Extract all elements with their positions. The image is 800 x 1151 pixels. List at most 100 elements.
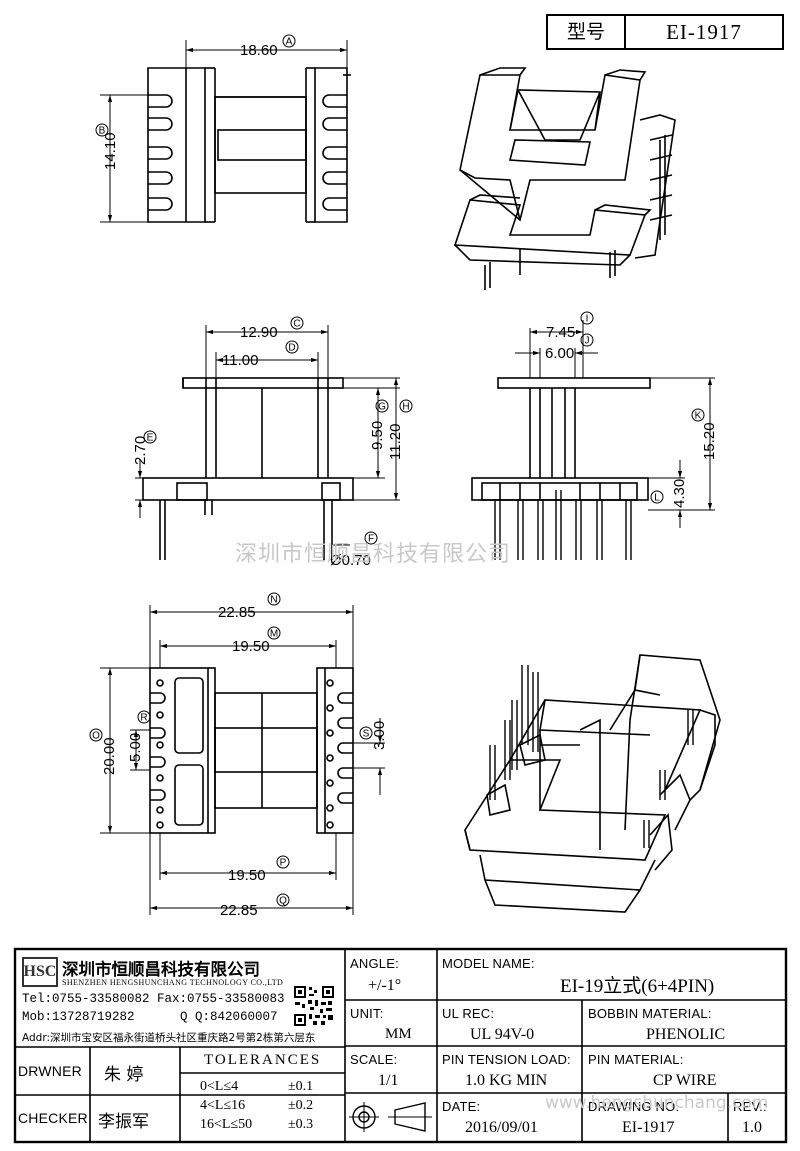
marker-g: G <box>375 399 389 413</box>
qr-code-icon <box>293 985 335 1027</box>
dim-c-label: 12.90 <box>240 324 278 341</box>
svg-text:S: S <box>363 729 370 740</box>
dim-a-label: 18.60 <box>240 42 278 59</box>
unit-value: MM <box>385 1026 412 1042</box>
tolerance-row-3-range: 16<L≤50 <box>200 1117 253 1132</box>
svg-text:C: C <box>293 319 300 330</box>
model-name-label: MODEL NAME: <box>442 956 535 971</box>
dim-l-label: 4.30 <box>671 479 688 508</box>
dim-d-label: 11.00 <box>222 352 258 369</box>
dim-i-label: 7.45 <box>546 324 575 341</box>
bobbin-material-value: PHENOLIC <box>646 1026 726 1043</box>
unit-label: UNIT: <box>350 1006 384 1021</box>
rev-value: 1.0 <box>742 1119 762 1136</box>
dim-m-label: 19.50 <box>232 638 270 655</box>
pin-tension-label: PIN TENSION LOAD: <box>442 1052 571 1067</box>
front-view <box>135 325 400 560</box>
scale-value: 1/1 <box>378 1072 399 1089</box>
marker-s: S <box>359 726 373 740</box>
iso-view-top <box>453 67 676 290</box>
iso-view-bottom <box>464 654 721 913</box>
pin-tension-value: 1.0 KG MIN <box>465 1072 548 1089</box>
drawing-no-value: EI-1917 <box>622 1119 675 1136</box>
svg-text:A: A <box>286 37 293 48</box>
dim-r-label: 5.00 <box>127 733 144 762</box>
marker-b: B <box>95 123 109 137</box>
top-view <box>100 40 351 223</box>
company-name-cn: 深圳市恒顺昌科技有限公司 <box>62 960 260 979</box>
dim-j-label: 6.00 <box>545 345 574 362</box>
dim-q-label: 22.85 <box>220 902 258 919</box>
model-label: 型号 <box>566 20 605 43</box>
dim-b-label: 14.10 <box>102 132 119 170</box>
angle-label: ANGLE: <box>350 956 399 971</box>
marker-d: D <box>285 340 299 354</box>
marker-l: L <box>650 490 664 504</box>
ul-rec-value: UL 94V-0 <box>470 1026 535 1043</box>
dim-n-label: 22.85 <box>218 604 256 621</box>
bobbin-material-label: BOBBIN MATERIAL: <box>588 1006 712 1021</box>
svg-text:L: L <box>654 493 660 504</box>
svg-text:H: H <box>402 402 409 413</box>
marker-f: F <box>364 531 378 545</box>
dim-o-label: 20.00 <box>101 737 118 775</box>
side-view <box>471 320 715 560</box>
marker-a: A <box>282 34 296 48</box>
tolerances-title: TOLERANCES <box>204 1052 322 1068</box>
svg-text:M: M <box>270 629 278 640</box>
angle-value: +/-1° <box>368 977 402 994</box>
marker-m: M <box>267 626 281 640</box>
company-qq: Q Q:842060007 <box>180 1010 278 1024</box>
marker-n: N <box>267 592 281 606</box>
marker-o: O <box>89 728 103 742</box>
svg-text:N: N <box>270 595 277 606</box>
reference-markers: A B C D E F G H I J K L M N O P Q R S <box>89 34 705 907</box>
tolerance-row-1-tol: ±0.1 <box>288 1079 314 1094</box>
watermark-website: www.hengshunchang.com <box>545 1093 769 1113</box>
svg-text:Q: Q <box>279 896 287 907</box>
marker-c: C <box>290 316 304 330</box>
dim-k-label: 15.20 <box>701 422 718 460</box>
date-label: DATE: <box>442 1099 481 1114</box>
marker-h: H <box>399 399 413 413</box>
company-mob: Mob:13728719282 <box>22 1010 135 1024</box>
dim-g-label: 9.50 <box>369 421 386 450</box>
title-separator <box>624 16 626 48</box>
company-tel: Tel:0755-33580082 Fax:0755-33580083 <box>22 992 285 1006</box>
date-value: 2016/09/01 <box>465 1119 538 1136</box>
marker-k: K <box>691 408 705 422</box>
company-logo: HSC <box>22 957 58 987</box>
company-name-en: SHENZHEN HENGSHUNCHANG TECHNOLOGY CO.,LT… <box>62 978 284 987</box>
tolerance-row-1-range: 0<L≤4 <box>200 1079 239 1094</box>
marker-j: J <box>580 333 594 347</box>
drawer-label: DRWNER <box>18 1063 82 1079</box>
pin-material-label: PIN MATERIAL: <box>588 1052 684 1067</box>
svg-text:E: E <box>147 433 154 444</box>
marker-e: E <box>143 430 157 444</box>
watermark-center: 深圳市恒顺昌科技有限公司 <box>235 542 512 567</box>
ul-rec-label: UL REC: <box>442 1006 495 1021</box>
dim-e-label: 2.70 <box>132 436 149 465</box>
svg-text:G: G <box>378 402 386 413</box>
model-value: EI-1917 <box>666 19 742 44</box>
drawer-name: 朱 婷 <box>104 1065 144 1085</box>
dim-f-label: Ø0.70 <box>330 552 371 569</box>
company-address: Addr:深圳市宝安区福永街道桥头社区重庆路2号第2栋第六层东 <box>22 1032 316 1044</box>
svg-text:I: I <box>586 314 589 325</box>
marker-i: I <box>580 311 594 325</box>
tolerance-row-3-tol: ±0.3 <box>288 1117 314 1132</box>
svg-text:F: F <box>368 534 374 545</box>
svg-text:O: O <box>92 731 100 742</box>
checker-name: 李振军 <box>98 1112 149 1132</box>
svg-text:K: K <box>695 411 702 422</box>
pin-material-value: CP WIRE <box>653 1072 717 1089</box>
svg-text:J: J <box>585 336 590 347</box>
svg-text:D: D <box>288 343 295 354</box>
marker-q: Q <box>276 893 290 907</box>
dim-p-label: 19.50 <box>228 867 266 884</box>
title-box: 型号 EI-1917 <box>546 14 784 50</box>
marker-r: R <box>137 710 151 724</box>
scale-label: SCALE: <box>350 1052 398 1067</box>
dim-h-label: 11.20 <box>387 424 404 460</box>
